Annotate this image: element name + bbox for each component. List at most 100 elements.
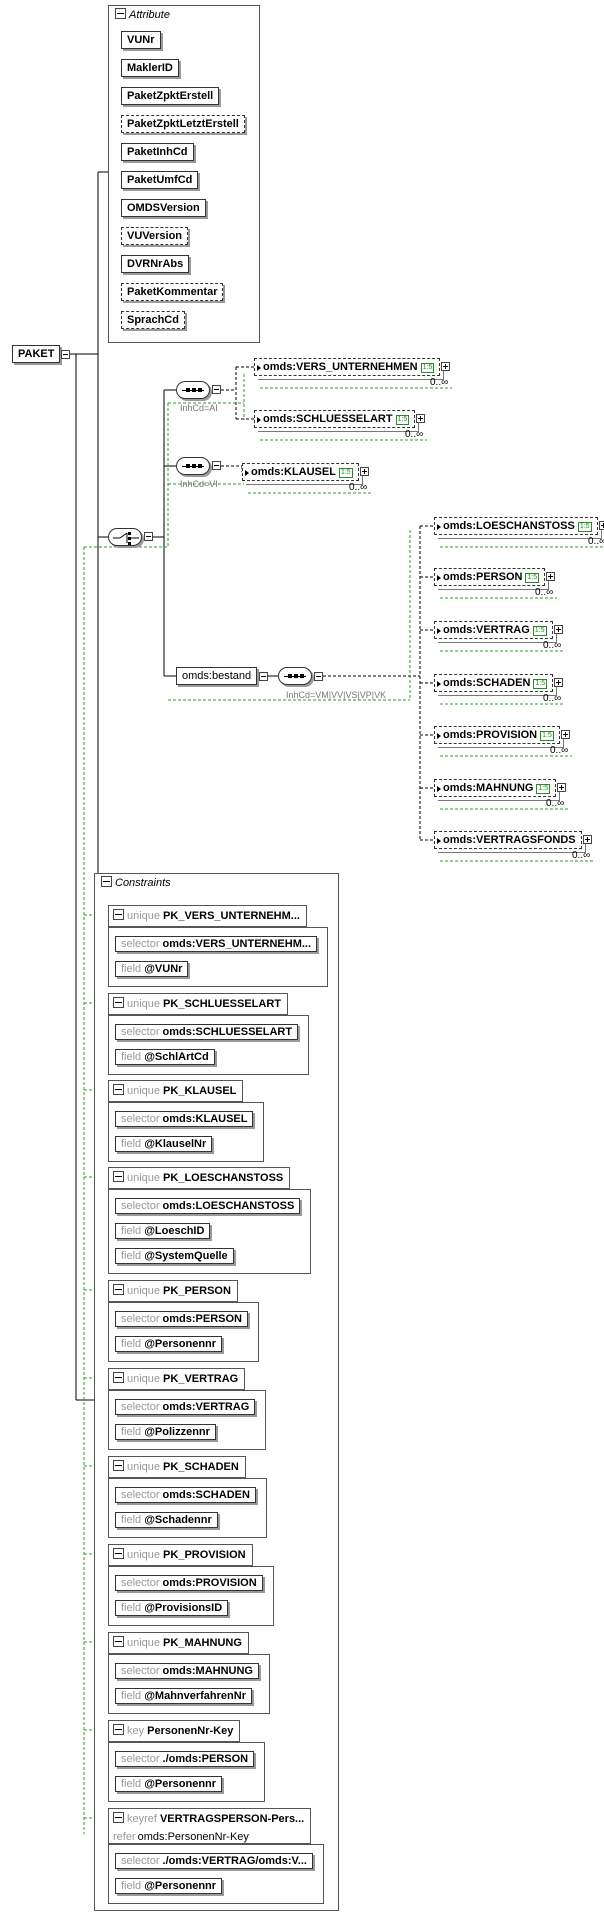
collapse-icon[interactable] <box>113 1724 124 1735</box>
constraint-field[interactable]: field@Personennr <box>115 1336 223 1352</box>
attributes-title[interactable]: Attribute <box>115 8 170 22</box>
sequence-ai-collapse-icon[interactable] <box>212 385 221 394</box>
constraints-title[interactable]: Constraints <box>101 876 171 890</box>
collapse-icon[interactable] <box>115 8 126 19</box>
collapse-icon[interactable] <box>113 1812 124 1823</box>
constraint-selector[interactable]: selector./omds:VERTRAG/omds:V... <box>115 1853 313 1869</box>
attribute-item[interactable]: PaketUmfCd <box>121 171 199 189</box>
constraint-field[interactable]: field@Polizzennr <box>115 1424 216 1440</box>
expand-icon[interactable] <box>554 678 563 687</box>
constraint-field[interactable]: field@VUNr <box>115 961 189 977</box>
collapse-icon[interactable] <box>113 1084 124 1095</box>
constraint-selector[interactable]: selector./omds:PERSON <box>115 1751 255 1767</box>
constraint-field[interactable]: field@MahnverfahrenNr <box>115 1688 252 1704</box>
root-element-paket[interactable]: PAKET <box>12 345 61 363</box>
collapse-icon[interactable] <box>113 1460 124 1471</box>
expand-icon[interactable] <box>599 521 604 530</box>
attribute-item[interactable]: DVRNrAbs <box>121 255 190 273</box>
attribute-item[interactable]: OMDSVersion <box>121 199 206 217</box>
expand-icon[interactable] <box>416 414 425 423</box>
collapse-icon[interactable] <box>113 1636 124 1647</box>
attribute-item[interactable]: PaketInhCd <box>121 143 194 161</box>
attribute-item[interactable]: MaklerID <box>121 59 179 77</box>
constraint-field[interactable]: field@Schadennr <box>115 1512 218 1528</box>
collapse-icon[interactable] <box>113 1171 124 1182</box>
constraint-field[interactable]: field@KlauselNr <box>115 1136 213 1152</box>
attribute-item[interactable]: PaketZpktLetztErstell <box>121 115 245 133</box>
attribute-item[interactable]: VUVersion <box>121 227 189 245</box>
constraint-field[interactable]: field@Personennr <box>115 1878 223 1894</box>
constraint-selector-value: omds:PERSON <box>162 1313 242 1325</box>
expand-icon[interactable] <box>546 572 555 581</box>
sequence-bestand-collapse-icon[interactable] <box>314 672 323 681</box>
choice-compositor[interactable] <box>108 528 142 546</box>
group-bestand[interactable]: omds:bestand <box>176 667 258 685</box>
expand-icon[interactable] <box>360 467 369 476</box>
collapse-icon[interactable] <box>113 1548 124 1559</box>
constraint-field[interactable]: field@Personennr <box>115 1776 223 1792</box>
sequence-compositor-ai[interactable] <box>176 381 210 399</box>
constraint-field[interactable]: field@ProvisionsID <box>115 1600 229 1616</box>
collapse-icon[interactable] <box>113 1284 124 1295</box>
schema-element[interactable]: omds:VERTRAGSFONDS <box>434 831 582 849</box>
sequence-vi-collapse-icon[interactable] <box>212 461 221 470</box>
extension-icon: 1:5 <box>540 731 554 741</box>
attribute-item[interactable]: PaketZpktErstell <box>121 87 220 105</box>
constraint-field[interactable]: field@SystemQuelle <box>115 1248 234 1264</box>
attribute-item[interactable]: PaketKommentar <box>121 283 224 301</box>
attribute-item[interactable]: SprachCd <box>121 311 185 329</box>
expand-icon[interactable] <box>561 730 570 739</box>
root-collapse-icon[interactable] <box>61 350 70 359</box>
choice-collapse-icon[interactable] <box>144 532 153 541</box>
constraint-name: PK_PROVISION <box>163 1549 246 1561</box>
attribute-item[interactable]: VUNr <box>121 31 161 49</box>
expand-icon[interactable] <box>554 625 563 634</box>
group-bestand-collapse-icon[interactable] <box>259 672 268 681</box>
collapse-icon[interactable] <box>113 909 124 920</box>
cardinality: 0..∞ <box>588 536 604 547</box>
constraint-body: selector./omds:VERTRAG/omds:V... field@Pe… <box>108 1844 324 1904</box>
sequence-compositor-bestand[interactable] <box>278 667 312 685</box>
constraint-name: PK_KLAUSEL <box>163 1085 237 1097</box>
sequence-compositor-vi[interactable] <box>176 457 210 475</box>
expand-icon[interactable] <box>557 783 566 792</box>
collapse-icon[interactable] <box>113 997 124 1008</box>
collapse-icon[interactable] <box>101 876 112 887</box>
collapse-icon[interactable] <box>113 1372 124 1383</box>
constraint-field[interactable]: field@SchlArtCd <box>115 1049 215 1065</box>
constraint-field[interactable]: field@LoeschID <box>115 1223 211 1239</box>
expand-icon[interactable] <box>583 835 592 844</box>
expand-icon[interactable] <box>441 362 450 371</box>
